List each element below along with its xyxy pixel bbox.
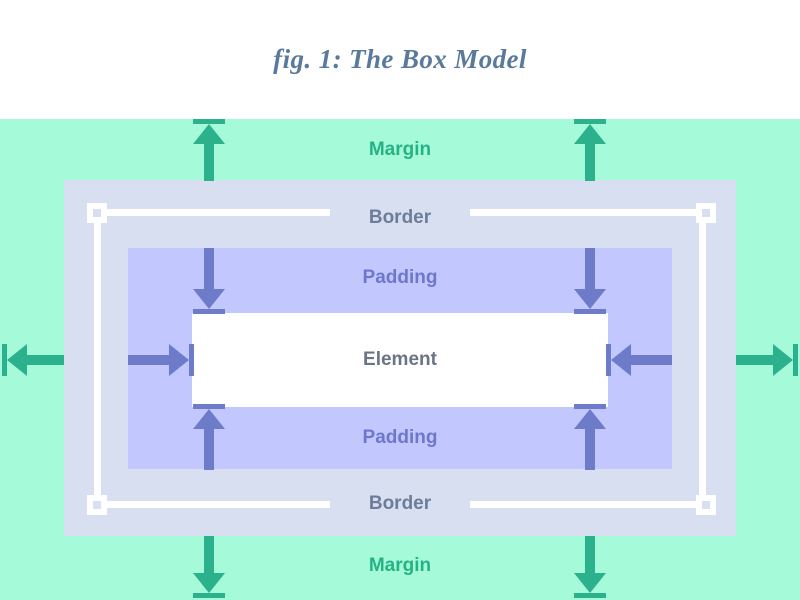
arrow-up-icon xyxy=(574,124,606,144)
resize-handle-top-left[interactable] xyxy=(87,203,107,223)
margin-arrow-left xyxy=(2,344,64,376)
arrow-right-icon xyxy=(773,344,793,376)
arrow-shaft xyxy=(585,426,595,470)
arrow-cap xyxy=(193,404,225,409)
arrow-shaft xyxy=(24,355,64,365)
arrow-up-icon xyxy=(193,409,225,429)
arrow-left-icon xyxy=(7,344,27,376)
arrow-right-icon xyxy=(169,344,189,376)
arrow-up-icon xyxy=(574,409,606,429)
arrow-down-icon xyxy=(574,573,606,593)
arrow-cap xyxy=(574,309,606,314)
border-label-bottom: Border xyxy=(330,490,470,518)
border-label-top: Border xyxy=(330,204,470,232)
arrow-shaft xyxy=(204,141,214,181)
padding-arrow-right xyxy=(606,344,672,376)
arrow-down-icon xyxy=(574,289,606,309)
arrow-shaft xyxy=(128,355,172,365)
padding-arrow-top-right xyxy=(574,248,606,314)
resize-handle-bottom-right[interactable] xyxy=(696,495,716,515)
arrow-cap xyxy=(193,119,225,124)
margin-arrow-top-right xyxy=(574,119,606,181)
arrow-down-icon xyxy=(193,289,225,309)
margin-label-bottom: Margin xyxy=(368,555,432,576)
arrow-shaft xyxy=(585,141,595,181)
element-region: Element xyxy=(192,313,608,407)
arrow-cap xyxy=(793,344,798,376)
margin-arrow-top-left xyxy=(193,119,225,181)
arrow-cap xyxy=(574,119,606,124)
resize-handle-bottom-left[interactable] xyxy=(87,495,107,515)
border-rule-left xyxy=(94,209,101,508)
margin-arrow-right xyxy=(736,344,798,376)
element-label: Element xyxy=(363,349,437,370)
arrow-shaft xyxy=(204,426,214,470)
padding-arrow-left xyxy=(128,344,194,376)
figure-caption: fig. 1: The Box Model xyxy=(0,0,800,119)
padding-arrow-bottom-left xyxy=(193,404,225,470)
border-rule-right xyxy=(699,209,706,508)
arrow-cap xyxy=(189,344,194,376)
margin-arrow-bottom-right xyxy=(574,536,606,598)
arrow-shaft xyxy=(204,248,214,292)
arrow-cap xyxy=(2,344,7,376)
padding-arrow-top-left xyxy=(193,248,225,314)
resize-handle-top-right[interactable] xyxy=(696,203,716,223)
padding-label-top: Padding xyxy=(362,267,438,288)
arrow-shaft xyxy=(628,355,672,365)
arrow-cap xyxy=(193,309,225,314)
arrow-cap xyxy=(574,404,606,409)
arrow-shaft xyxy=(585,248,595,292)
arrow-left-icon xyxy=(611,344,631,376)
arrow-up-icon xyxy=(193,124,225,144)
arrow-cap xyxy=(574,593,606,598)
arrow-shaft xyxy=(204,536,214,576)
arrow-down-icon xyxy=(193,573,225,593)
margin-label-top: Margin xyxy=(368,139,432,160)
arrow-shaft xyxy=(736,355,776,365)
padding-label-bottom: Padding xyxy=(362,427,438,448)
arrow-cap xyxy=(193,593,225,598)
padding-arrow-bottom-right xyxy=(574,404,606,470)
arrow-cap xyxy=(606,344,611,376)
arrow-shaft xyxy=(585,536,595,576)
figure-caption-text: fig. 1: The Box Model xyxy=(273,44,527,74)
margin-arrow-bottom-left xyxy=(193,536,225,598)
